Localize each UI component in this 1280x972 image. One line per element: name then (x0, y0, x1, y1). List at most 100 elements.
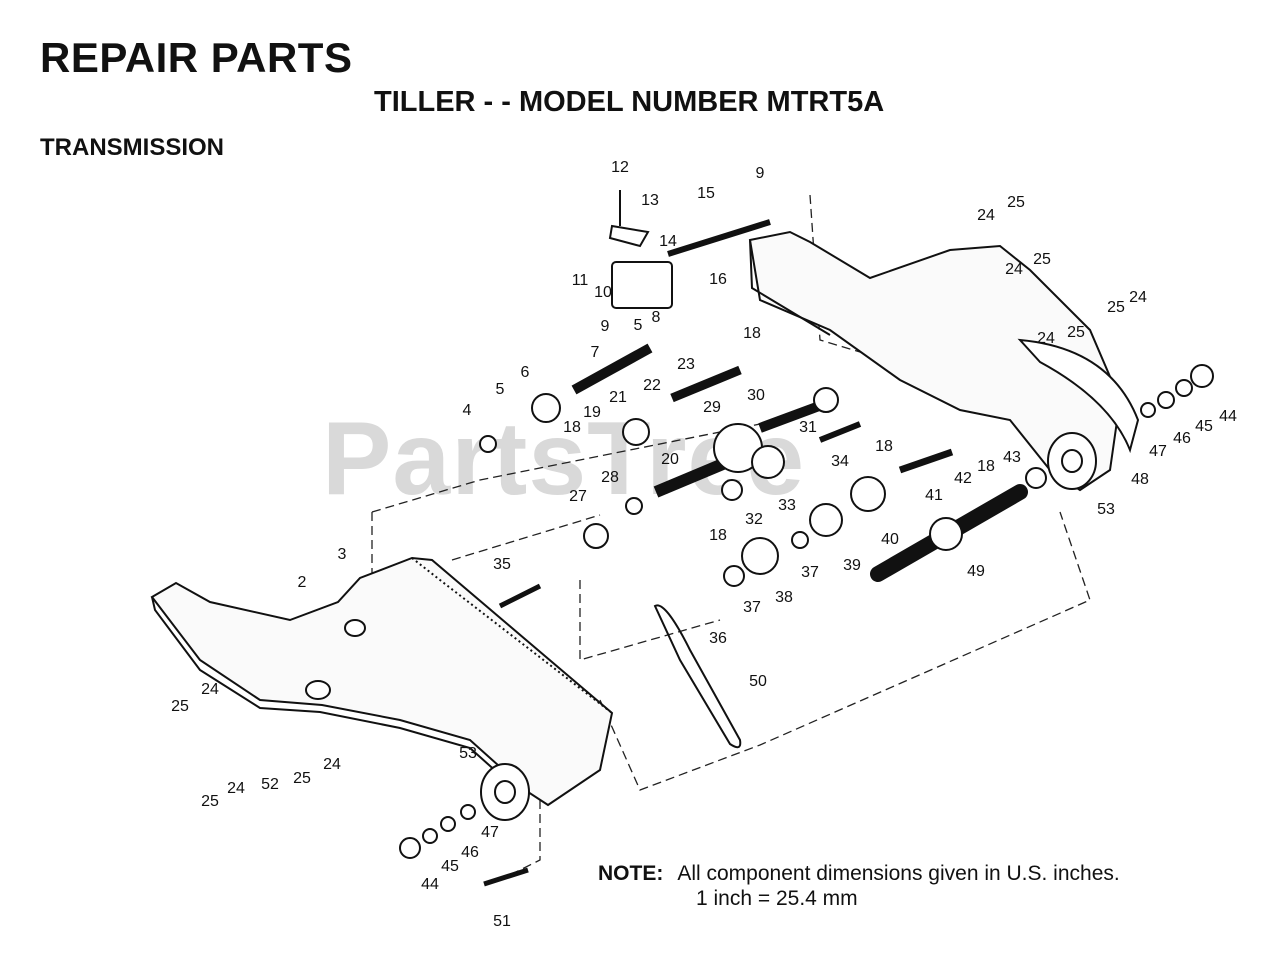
callout-label: 39 (843, 557, 861, 574)
callout-label: 37 (743, 599, 761, 616)
shift-shaft (667, 219, 771, 257)
washer-44-left (399, 837, 421, 859)
page-title: REPAIR PARTS (40, 34, 353, 81)
callout-label: 10 (594, 284, 612, 301)
transmission-parts (399, 190, 1214, 887)
shift-block (611, 261, 673, 309)
callout-label: 22 (643, 377, 661, 394)
dimension-note: NOTE: All component dimensions given in U… (598, 861, 1120, 911)
callout-label: 24 (1037, 330, 1055, 347)
callout-label: 24 (977, 207, 995, 224)
callout-label: 25 (293, 770, 311, 787)
callout-label: 21 (609, 389, 627, 406)
note-line-1: All component dimensions given in U.S. i… (677, 862, 1120, 885)
callout-label: 18 (977, 458, 995, 475)
callout-label: 40 (881, 531, 899, 548)
callout-label: 49 (967, 563, 985, 580)
callout-label: 53 (1097, 501, 1115, 518)
callout-label: 36 (709, 630, 727, 647)
callout-label: 44 (1219, 408, 1237, 425)
section-heading: TRANSMISSION (40, 134, 225, 161)
callout-label: 53 (459, 745, 477, 762)
callout-label: 11 (572, 272, 589, 289)
callout-label: 18 (743, 325, 761, 342)
input-shaft (571, 343, 653, 395)
sprocket-49 (929, 517, 963, 551)
callout-label: 31 (799, 419, 817, 436)
callout-label: 18 (875, 438, 893, 455)
right-housing (748, 230, 1140, 492)
callout-label: 46 (1173, 430, 1191, 447)
callout-label: 25 (1033, 251, 1051, 268)
callout-label: 51 (493, 913, 511, 930)
callout-label: 34 (831, 453, 849, 470)
sprocket-40 (850, 476, 886, 512)
callout-label: 18 (563, 419, 581, 436)
note-label: NOTE: (598, 862, 664, 885)
drive-chain (653, 604, 742, 749)
callout-label: 25 (1007, 194, 1025, 211)
sprocket-38 (741, 537, 779, 575)
callout-label: 5 (496, 381, 505, 398)
callout-label: 30 (747, 387, 765, 404)
callout-label: 18 (709, 527, 727, 544)
callout-label: 46 (461, 844, 479, 861)
callout-label: 8 (652, 309, 661, 326)
callout-label: 24 (323, 756, 341, 773)
callout-label: 41 (925, 487, 943, 504)
callout-label: 24 (1129, 289, 1147, 306)
callout-label: 3 (338, 546, 347, 563)
model-subtitle: TILLER - - MODEL NUMBER MTRT5A (374, 86, 885, 118)
callout-label: 48 (1131, 471, 1149, 488)
callout-label: 43 (1003, 449, 1021, 466)
bolt-51 (483, 867, 529, 887)
sprocket-39 (809, 503, 843, 537)
callout-label: 45 (1195, 418, 1213, 435)
callout-label: 14 (659, 233, 677, 250)
callout-label: 20 (661, 451, 679, 468)
callout-label: 24 (227, 780, 245, 797)
callout-label: 47 (481, 824, 499, 841)
callout-label: 5 (634, 317, 643, 334)
callout-label: 19 (583, 404, 601, 421)
callout-label: 45 (441, 858, 459, 875)
left-housing (150, 556, 614, 821)
callout-label: 28 (601, 469, 619, 486)
callout-label: 6 (521, 364, 530, 381)
callout-label: 25 (171, 698, 189, 715)
callout-label: 38 (775, 589, 793, 606)
callout-label: 32 (745, 511, 763, 528)
note-line-2: 1 inch = 25.4 mm (696, 887, 858, 910)
sprocket-33 (751, 445, 785, 479)
callout-label: 16 (709, 271, 727, 288)
callout-label: 25 (1107, 299, 1125, 316)
callout-label: 13 (641, 192, 659, 209)
callout-label: 52 (261, 776, 279, 793)
callout-label: 44 (421, 876, 439, 893)
callout-label: 27 (569, 488, 587, 505)
callout-label: 23 (677, 356, 695, 373)
callout-label: 15 (697, 185, 715, 202)
callout-label: 4 (463, 402, 472, 419)
callout-label: 37 (801, 564, 819, 581)
washer-44-right (1190, 364, 1214, 388)
callout-label: 2 (298, 574, 307, 591)
callout-label: 24 (1005, 261, 1023, 278)
callout-label: 47 (1149, 443, 1167, 460)
callout-label: 24 (201, 681, 219, 698)
cluster-gear (622, 418, 650, 446)
callout-label: 25 (201, 793, 219, 810)
callout-label: 9 (756, 165, 765, 182)
pinion-gear (531, 393, 561, 423)
callout-label: 42 (954, 470, 972, 487)
callout-label: 33 (778, 497, 796, 514)
callout-label: 9 (601, 318, 610, 335)
bolt-35 (498, 583, 542, 609)
callout-label: 25 (1067, 324, 1085, 341)
shift-lever-plate (608, 224, 650, 248)
callout-label: 29 (703, 399, 721, 416)
callout-label: 7 (591, 344, 600, 361)
callout-label: 50 (749, 673, 767, 690)
callout-label: 35 (493, 556, 511, 573)
